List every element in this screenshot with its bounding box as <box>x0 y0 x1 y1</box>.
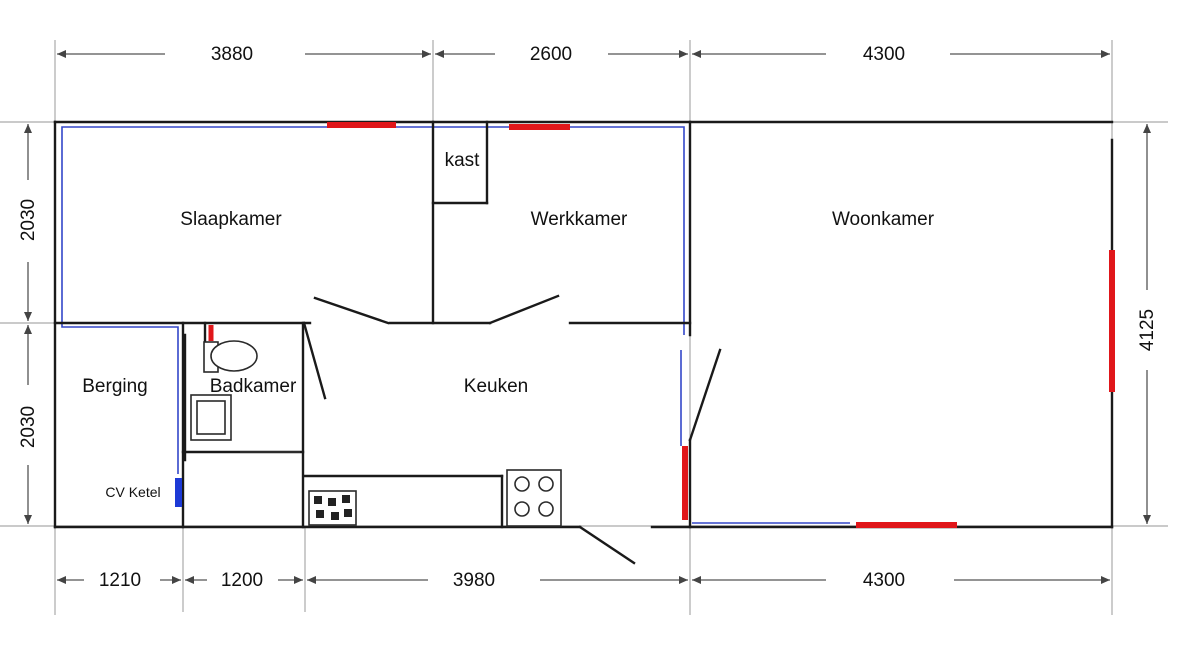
sink-icon <box>190 394 232 441</box>
label-cv-ketel: CV Ketel <box>105 484 160 500</box>
room-label-kast: kast <box>445 150 481 171</box>
room-label-berging: Berging <box>82 376 148 397</box>
blue-service-line <box>61 126 850 524</box>
dimension-bottom-2: 1200 <box>221 570 263 591</box>
dimension-bottom-3: 3980 <box>453 570 495 591</box>
dimension-line-top <box>57 50 1110 58</box>
doors <box>302 294 722 565</box>
dimension-bottom-1: 1210 <box>99 570 141 591</box>
dimension-line-left <box>24 124 32 524</box>
room-label-badkamer: Badkamer <box>210 376 297 397</box>
dimension-right: 4125 <box>1137 309 1158 351</box>
room-label-werkkamer: Werkkamer <box>531 209 628 230</box>
dimension-top-2: 2600 <box>530 44 572 65</box>
toilet-icon <box>203 340 258 373</box>
fixtures <box>190 340 562 527</box>
room-label-slaapkamer: Slaapkamer <box>180 209 282 230</box>
room-label-woonkamer: Woonkamer <box>832 209 935 230</box>
dimension-left-1: 2030 <box>18 199 39 241</box>
dimension-top-1: 3880 <box>211 44 253 65</box>
dimension-line-right <box>1143 124 1151 524</box>
dimension-left-2: 2030 <box>18 406 39 448</box>
cooktop-icon <box>506 469 562 527</box>
dimension-line-bottom <box>57 576 1110 584</box>
red-markers <box>208 122 1115 528</box>
kitchen-sink-icon <box>308 490 357 526</box>
dimension-bottom-4: 4300 <box>863 570 905 591</box>
dimension-top-3: 4300 <box>863 44 905 65</box>
cv-ketel-marker <box>175 478 182 507</box>
walls <box>53 120 1114 529</box>
room-label-keuken: Keuken <box>464 376 528 397</box>
